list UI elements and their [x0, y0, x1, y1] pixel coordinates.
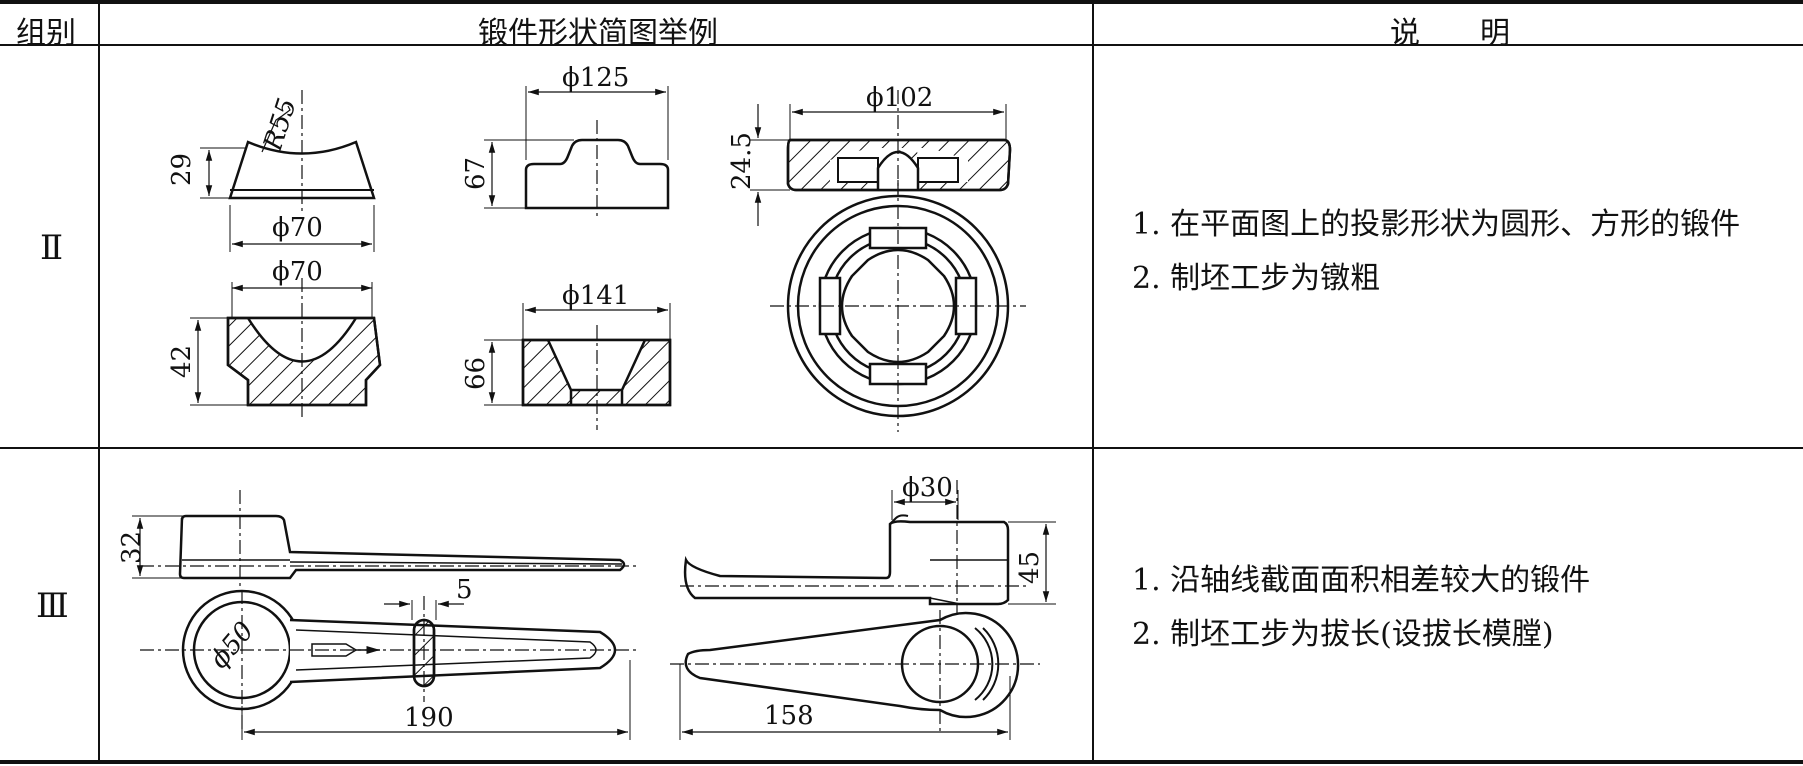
dim-w5: 5 [456, 575, 473, 605]
header-group: 组别 [16, 16, 76, 51]
drawing-gear-blank [750, 90, 1026, 432]
row2-note-1: 1. 在平面图上的投影形状为圆形、方形的锻件 [1132, 207, 1741, 242]
dim-d70-bottom: ϕ70 [272, 257, 323, 287]
header-notes: 说 明 [1390, 16, 1510, 51]
drawing-lever-plan [140, 589, 640, 740]
drawing-hub-disk [484, 86, 670, 218]
dim-r55: R55 [258, 95, 303, 155]
drawing-bowl [190, 278, 382, 418]
drawing-lever2-plan [670, 610, 1040, 740]
drawing-concave-disk [200, 90, 376, 252]
drawing-tapered-ring [484, 303, 672, 430]
dim-h29: 29 [167, 153, 197, 186]
row2-drawings [190, 86, 1026, 432]
row2-group: Ⅱ [40, 228, 64, 268]
dim-l158: 158 [764, 701, 814, 731]
drawing-lever-side [132, 490, 640, 590]
dimension-labels: R55 29 ϕ70 ϕ70 42 ϕ125 67 ϕ141 66 ϕ102 2… [117, 63, 1045, 733]
dim-h32: 32 [117, 531, 147, 564]
drawing-lever2-side [680, 480, 1056, 615]
row3-group: Ⅲ [36, 586, 69, 626]
dim-d70-top: ϕ70 [272, 213, 323, 243]
dim-h45: 45 [1015, 551, 1045, 584]
row3-note-2: 2. 制坯工步为拔长(设拔长模膛) [1132, 617, 1554, 652]
dim-h245: 24.5 [727, 132, 757, 190]
dim-l190: 190 [404, 703, 454, 733]
dim-h42: 42 [167, 345, 197, 378]
dim-h67: 67 [461, 157, 491, 190]
dim-d125: ϕ125 [562, 63, 629, 93]
row3-note-1: 1. 沿轴线截面面积相差较大的锻件 [1132, 563, 1591, 598]
row2-note-2: 2. 制坯工步为镦粗 [1132, 261, 1381, 296]
dim-d141: ϕ141 [562, 281, 629, 311]
dim-d102: ϕ102 [866, 83, 933, 113]
row3-drawings [132, 480, 1056, 740]
dim-d30: ϕ30 [902, 473, 953, 503]
header-examples: 锻件形状简图举例 [478, 16, 718, 51]
dim-h66: 66 [461, 357, 491, 390]
